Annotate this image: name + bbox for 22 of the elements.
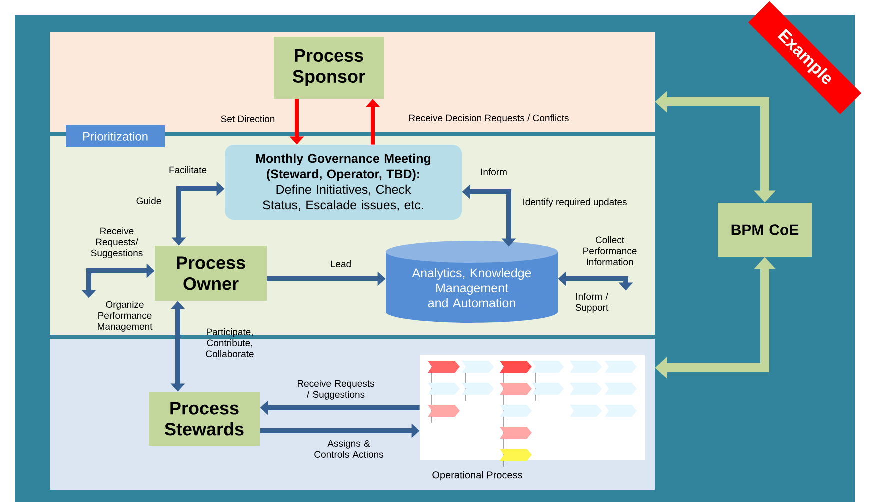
note-label: Identify required updates [524,198,627,208]
tab-label: Prioritization [66,126,165,148]
role-box: Process Owner [155,246,267,301]
note-label: Inform / Support [576,293,609,313]
role-box: Process Stewards [149,392,260,446]
process-map-picture [420,355,645,468]
role-box: BPM CoE [718,203,812,257]
note-label: Organize Performance Management [98,301,153,332]
edge-label: Receive Requests / Suggestions [298,380,374,400]
role-box: Process Sponsor [274,37,384,99]
edge-label: Inform [481,168,507,176]
edge-label: Receive Requests/ Suggestions [91,228,143,258]
edge-label: Lead [331,260,351,268]
meeting-box: Monthly Governance Meeting (Steward, Operator, TBD): Define Initiatives, Check Status, Escalade issues, etc. [225,145,462,220]
edge-label: Assigns & Controls Actions [314,440,384,458]
edge-label: Facilitate [170,166,207,174]
edge-label: Collect Performance Information [584,236,637,266]
picture-caption: Operational Process [432,471,522,481]
note-label: Guide [136,198,162,204]
edge-label: Receive Decision Requests / Conflicts [410,114,569,124]
edge-label: Set Direction [221,116,275,122]
database-cylinder: Analytics, Knowledge Management and Automation [386,241,558,323]
